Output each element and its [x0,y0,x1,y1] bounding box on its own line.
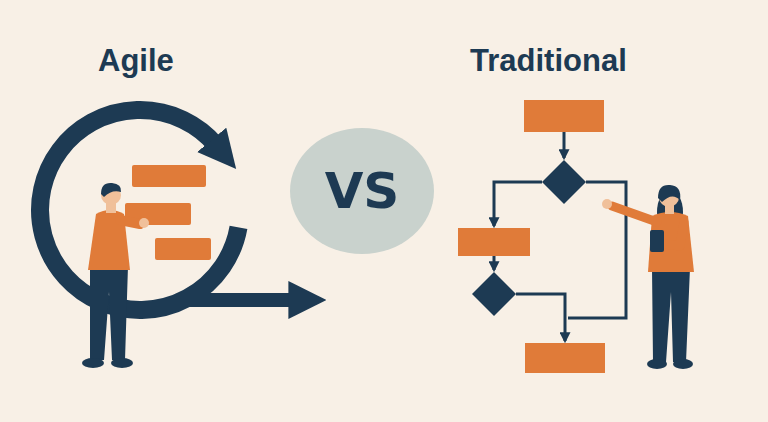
task-bars [125,165,211,260]
man-figure [82,183,149,368]
vs-text: VS [325,166,400,216]
flowchart [458,100,626,373]
section-title: Traditional [470,44,627,78]
cycle-arrow [40,110,296,310]
section-title: Agile [98,44,174,78]
woman-figure [602,185,694,369]
circle-fill [290,128,434,254]
vs-circle: VS [290,128,434,254]
